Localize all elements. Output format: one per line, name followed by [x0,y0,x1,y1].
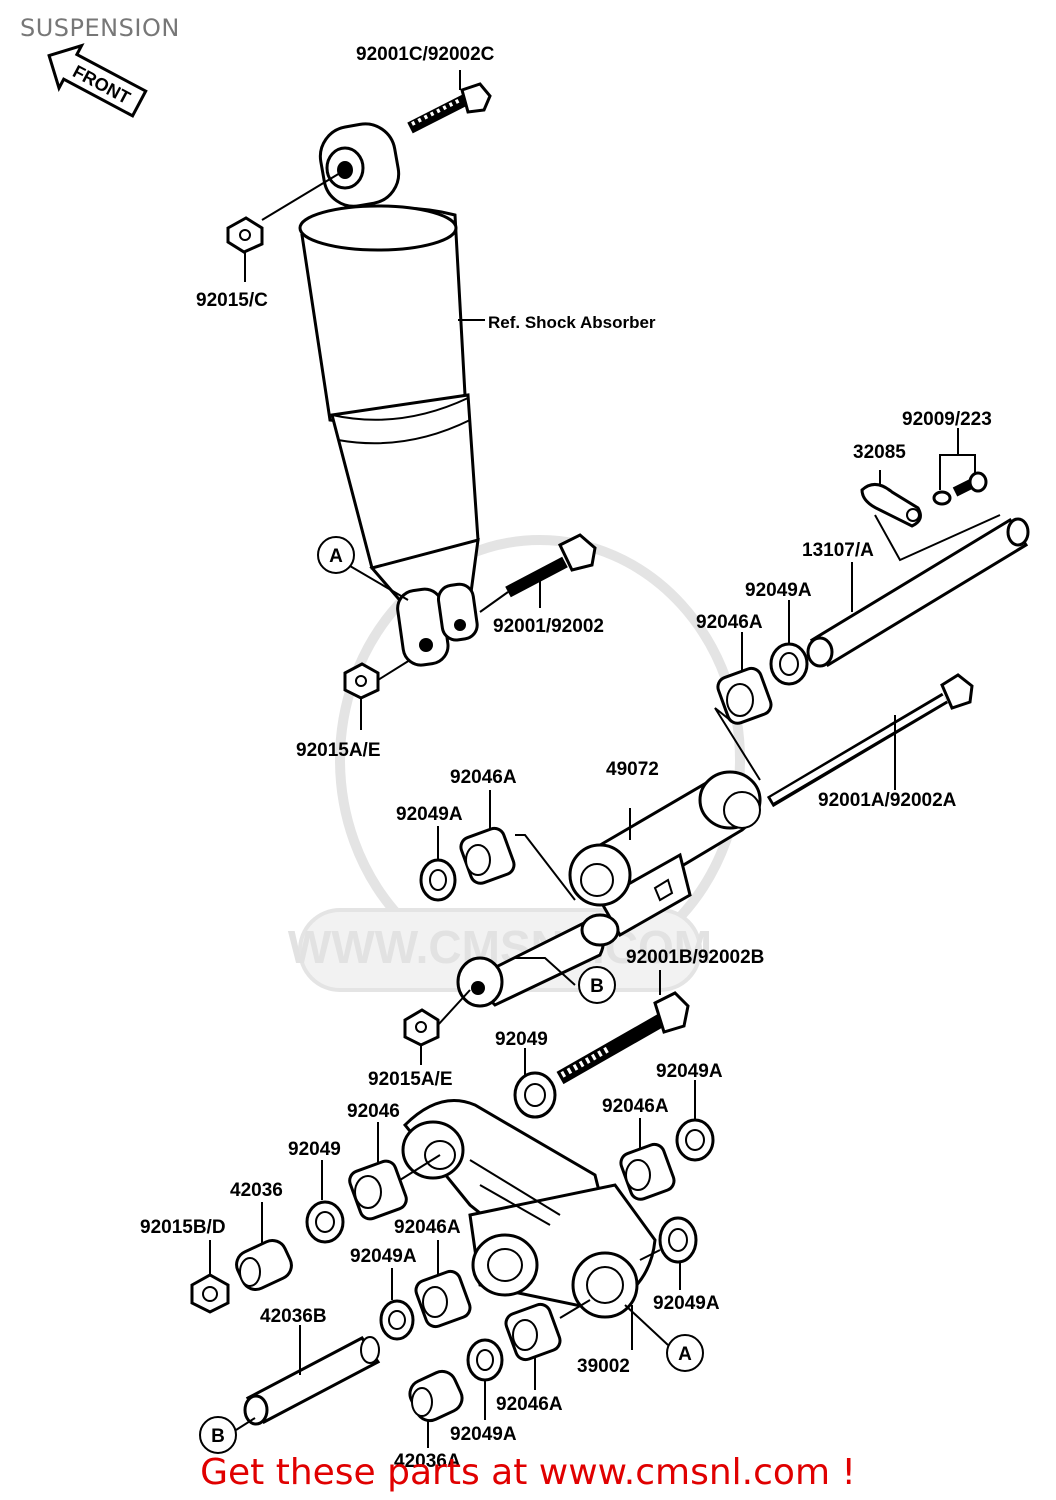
label-bolt-top: 92001C/92002C [356,44,495,65]
label-screw-washer: 92009/223 [902,409,992,430]
label-seal-92049-top: 92049 [495,1029,548,1050]
bearing-lower-left [414,1269,472,1329]
long-bolt [766,673,974,808]
front-arrow: FRONT [47,43,148,118]
label-seal-bottom: 92049A [450,1424,517,1445]
label-sleeve-rod: 13107/A [802,540,874,561]
sleeve-rod [806,517,1030,668]
top-bolt [407,82,492,134]
shock-absorber [261,70,492,667]
label-bearing-lower-left: 92046A [394,1217,461,1238]
collar-42036 [235,1238,293,1292]
collar-42036a [408,1369,464,1423]
watermark: WWW.CMSNL.COM [288,535,745,992]
bearing-92046 [348,1159,408,1221]
screw [952,471,988,497]
callout-b-bottom [199,1416,237,1454]
label-seal-right-bottom: 92049A [653,1293,720,1314]
callout-b-mid-label: B [590,976,604,997]
label-nut-lower: 92015A/E [368,1069,453,1090]
link-39002 [401,1099,657,1319]
bearing-bottom [504,1302,562,1362]
mid-bolt [505,533,597,598]
label-bearing-92046: 92046 [347,1101,400,1122]
label-bearing-left: 92046A [450,767,517,788]
label-nut-top: 92015/C [196,290,268,311]
label-collar-42036a: 42036A [394,1451,461,1472]
callout-a-upper-label: A [329,546,343,567]
label-bearing-right: 92046A [602,1096,669,1117]
label-seal-right-top: 92049A [656,1061,723,1082]
label-collar-42036: 42036 [230,1180,283,1201]
label-seal-upper: 92049A [745,580,812,601]
label-bearing-bottom: 92046A [496,1394,563,1415]
page-title: SUSPENSION [20,14,180,42]
callout-b-mid [578,966,616,1004]
promo-link[interactable]: Get these parts at www.cmsnl.com ! [200,1452,856,1493]
label-seal-92049-left: 92049 [288,1139,341,1160]
label-seal-left: 92049A [396,804,463,825]
callout-a-bottom [666,1334,704,1372]
bearing-upper [716,666,773,725]
part-labels: 92001C/92002C 92015/C 32085 92009/223 13… [140,44,992,1472]
label-bracket-cap: 32085 [853,442,906,463]
label-bearing-upper: 92046A [696,612,763,633]
bracket-cap [860,483,922,528]
callout-b-bottom-label: B [211,1426,225,1447]
label-link-39002: 39002 [577,1356,630,1377]
callout-a-bottom-label: A [678,1344,692,1365]
callout-a-upper [317,536,355,574]
bearing-left [459,826,516,885]
label-long-bolt: 92001A/92002A [818,790,957,811]
label-bolt-mid: 92001/92002 [493,616,604,637]
label-nut-bottom: 92015B/D [140,1217,226,1238]
label-bolt-lower: 92001B/92002B [626,947,764,968]
label-rocker-arm: 49072 [606,759,659,780]
label-seal-lower-left: 92049A [350,1246,417,1267]
rocker-arm [456,770,762,1008]
washer [932,490,952,506]
reference-note: Ref. Shock Absorber [488,313,656,332]
bearing-right [619,1142,676,1201]
label-sleeve-42036b: 42036B [260,1306,327,1327]
sleeve-42036b [243,1336,381,1426]
lower-bolt [556,991,690,1085]
label-nut-mid: 92015A/E [296,740,381,761]
